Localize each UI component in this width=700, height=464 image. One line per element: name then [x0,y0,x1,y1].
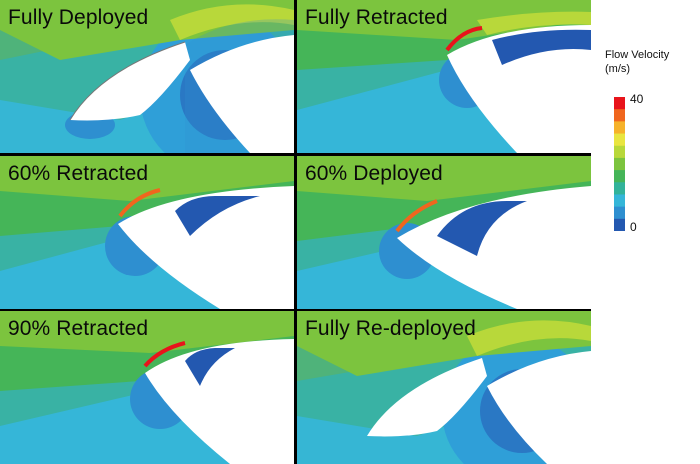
legend-min-label: 0 [630,220,637,234]
flow-field-image [297,156,591,309]
panel-90-retracted: 90% Retracted [0,311,294,464]
panel-fully-re-deployed: Fully Re-deployed [297,311,591,464]
panel-label: 60% Retracted [8,162,149,185]
legend-color-step [614,218,625,231]
flow-field-image [0,156,294,309]
panel-label: Fully Retracted [305,6,448,29]
flow-field-image [297,0,591,153]
panel-label: 90% Retracted [8,317,149,340]
legend-color-step [614,157,625,171]
panel-fully-retracted: Fully Retracted [297,0,591,153]
legend-color-step [614,145,625,159]
legend-gradient [614,97,625,231]
legend-color-step [614,109,625,122]
legend-color-step [614,206,625,220]
legend-units: (m/s) [605,63,631,75]
legend-color-step [614,133,625,147]
legend-color-step [614,170,625,183]
legend-color-step [614,194,625,208]
flow-field-image [0,311,294,464]
legend-color-step [614,97,625,110]
legend-title-line: Flow Velocity [605,49,670,61]
panel-label: Fully Deployed [8,6,149,29]
legend-color-bar [614,97,625,231]
flow-field-image [0,0,294,153]
legend-max-label: 40 [630,92,644,106]
legend-color-step [614,121,625,135]
legend-title: Flow Velocity (m/s) [605,48,669,76]
panel-fully-deployed: Fully Deployed [0,0,294,153]
panel-label: Fully Re-deployed [305,317,476,340]
panel-label: 60% Deployed [305,162,443,185]
panel-60-deployed: 60% Deployed [297,156,591,309]
panel-60-retracted: 60% Retracted [0,156,294,309]
legend-color-step [614,182,625,195]
figure-grid: Fully Deployed Fully Retracted 60 [0,0,591,464]
flow-field-image [297,311,591,464]
